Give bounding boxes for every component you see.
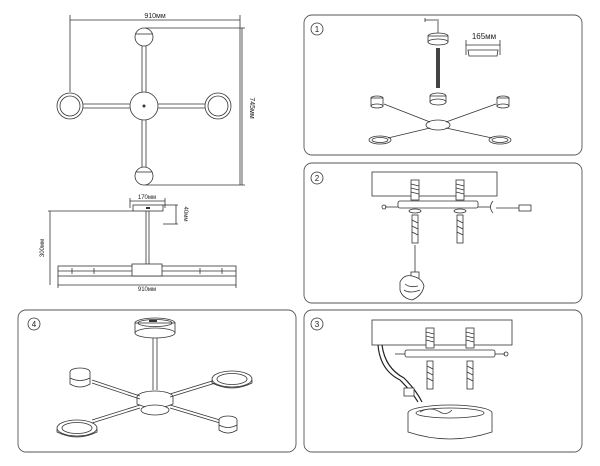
plate-width-label: 170мм [138,195,156,201]
anchor-left [410,179,420,201]
mounting-bracket [467,49,499,57]
terminal-block [403,387,415,397]
screw-right [456,214,464,244]
ring-4-sw-inner [61,422,93,434]
center-screw [142,104,146,108]
shade-4-se-body [218,420,238,434]
step-2-number: 2 [315,174,320,183]
step-1-badge [310,22,324,36]
step-4-number: 4 [32,320,37,329]
ring-right-outer [204,92,232,120]
step-4-badge [27,317,41,331]
arm-4-se [169,404,221,421]
shade-nw-bottom [370,103,384,109]
plate-height-label: 40мм [182,207,188,222]
screw-3-left [426,360,434,390]
ceiling-block [371,171,498,197]
canopy-cup-body [407,413,493,440]
ring-sw-outer [368,135,392,145]
top-width-label: 910мм [144,13,165,20]
anchor-right [455,179,465,201]
stem-rod [436,48,440,88]
step-3-border [303,309,583,453]
wire-b [381,344,423,403]
arm-sw [387,127,431,139]
puck-bottom [429,98,447,106]
ring-left-outer [56,92,84,120]
step-2-panel: 2 [303,162,583,304]
canopy-4-mark [149,320,157,322]
wire-inside [419,408,453,414]
step-3-number: 3 [315,320,320,329]
step-1-panel: 1 165мм [303,14,583,156]
ring-left-inner [59,95,81,117]
drop-label: 300мм [40,239,46,257]
step-1-border [303,14,583,156]
canopy-bottom [427,38,449,46]
screw-left [411,214,419,244]
step-1-dimension-label: 165мм [472,32,496,41]
ring-se-inner [491,137,509,143]
arm-4-sw [91,404,141,421]
step-4-panel: 4 [17,309,297,453]
shade-ne-bottom [496,103,510,109]
step-3-panel: 3 [303,309,583,453]
arm-se [445,127,493,139]
step-2-badge [310,171,324,185]
step-4-border [17,309,297,453]
fixture-hub [425,119,451,131]
canopy-cup-inner [415,407,485,419]
arm-ne [445,103,497,123]
hand [399,275,425,301]
ceiling-block-3 [371,319,513,346]
bracket-hole-left [408,208,422,214]
mounting-bracket-2 [397,200,479,209]
ring-right-inner [207,95,229,117]
canopy-4-bottom [134,327,176,339]
ring-4-ne-inner [216,373,248,385]
anchor-3-right [465,327,475,349]
side-width-label: 910мм [138,287,156,293]
step-3-badge [310,317,324,331]
mounting-bracket-3 [404,349,496,358]
screwdriver-handle [518,204,532,212]
top-height-label: 745мм [248,97,255,118]
shade-top [134,27,154,47]
anchor-3-left [425,327,435,349]
arm-4-nw [91,379,141,397]
side-view: 170мм 40мм 300мм 910мм [40,195,237,293]
ring-sw-inner [371,137,389,143]
ring-se-outer [488,135,512,145]
screw-3-right [466,360,474,390]
body-hub [131,263,163,277]
shade-4-nw-body [69,372,91,388]
shade-bottom [134,166,154,186]
rotation-arrow [490,200,494,214]
step-1-number: 1 [315,25,320,34]
bracket-hole-right [453,208,467,214]
hub-4-bottom [140,404,170,416]
top-view: 910мм 745мм [56,13,255,186]
plate-mark [146,207,150,209]
step-2-border [303,162,583,304]
arm-nw [383,103,431,123]
